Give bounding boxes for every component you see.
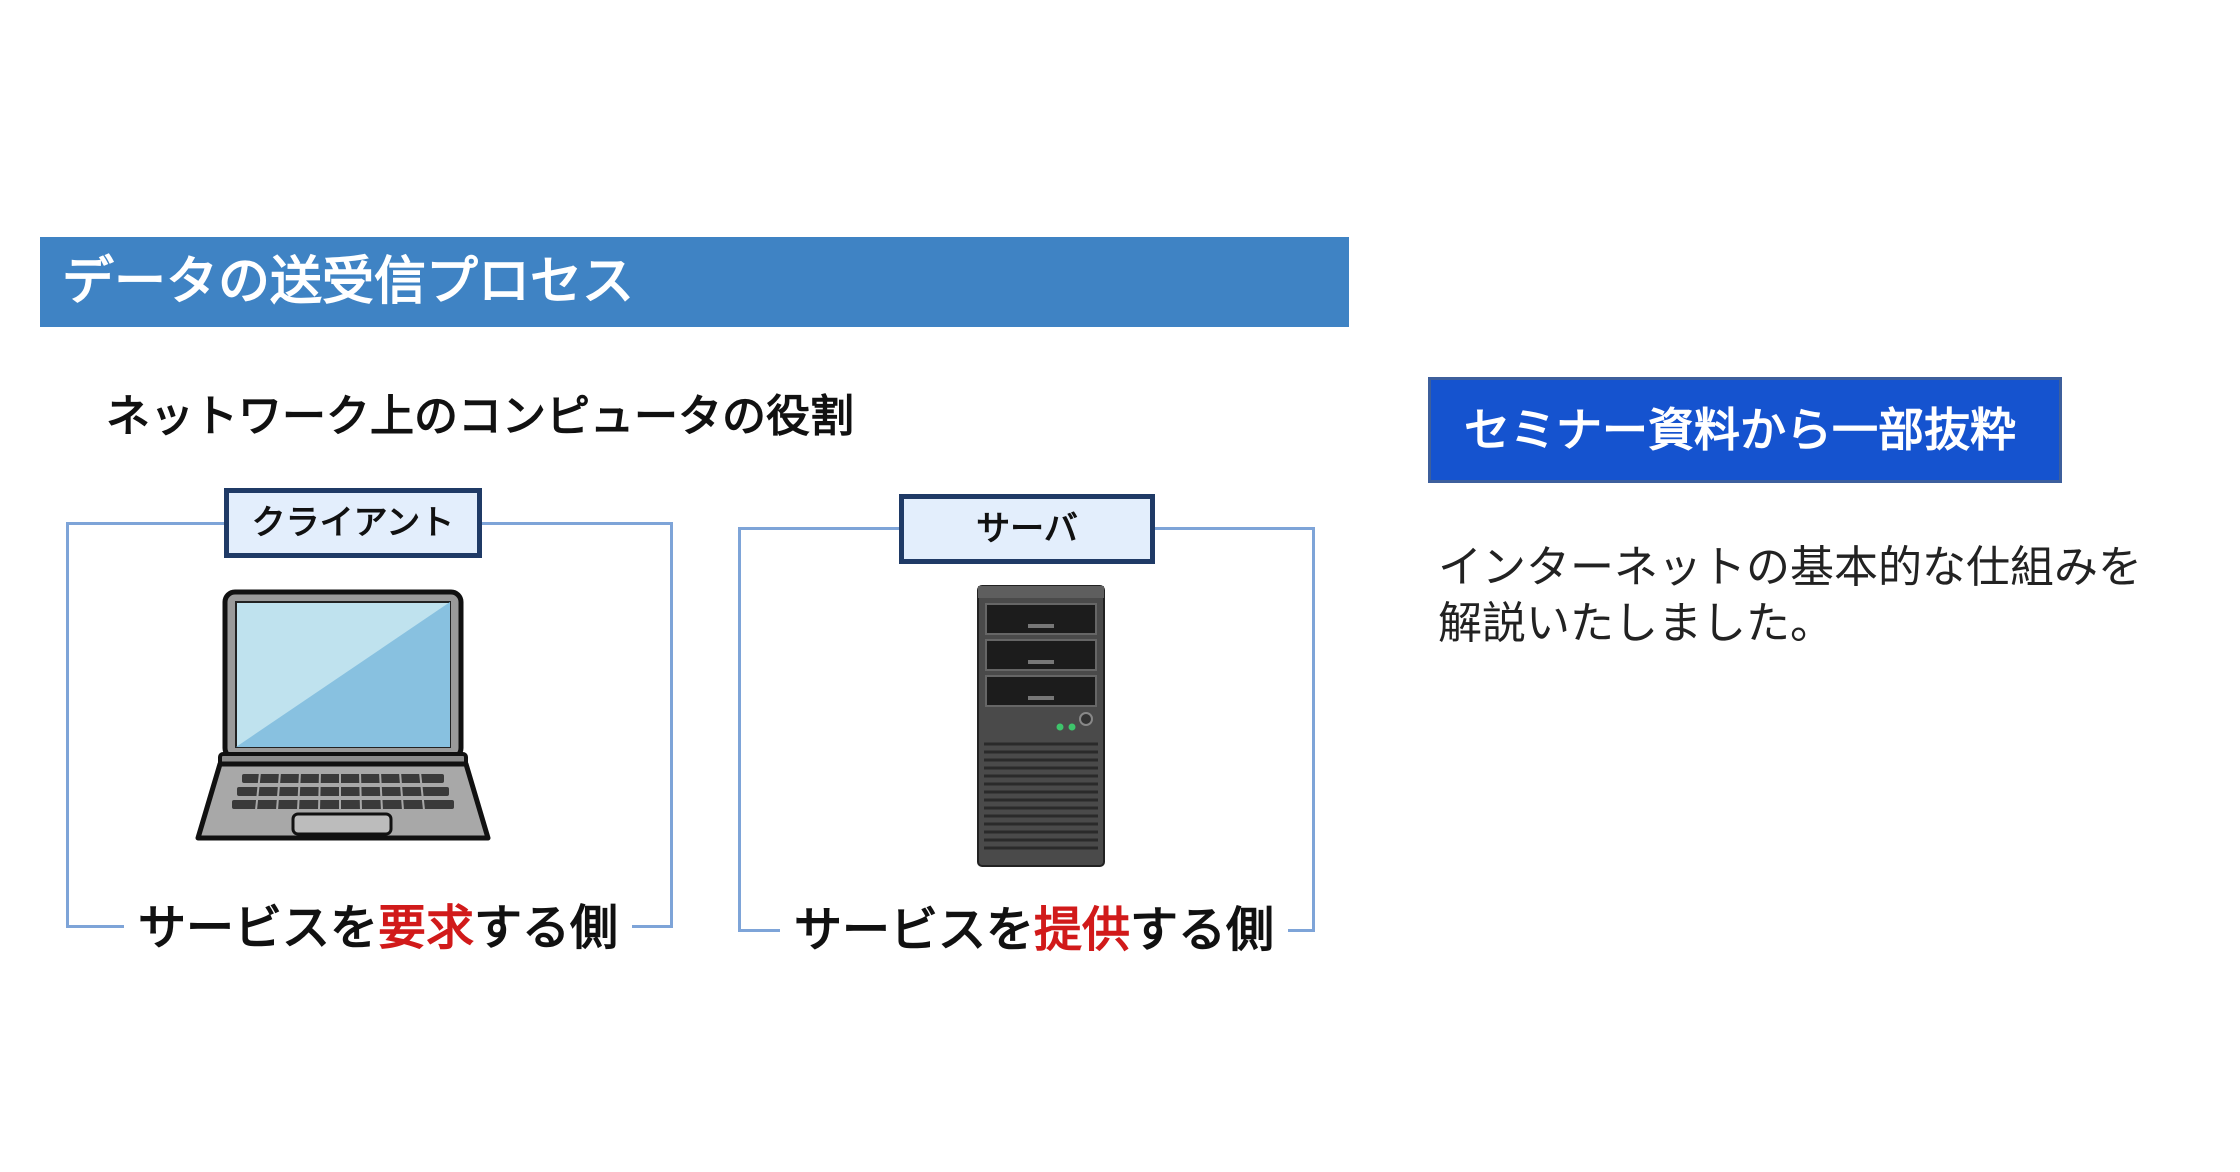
- client-tag: クライアント: [224, 488, 482, 558]
- server-caption: サービスを提供する側: [780, 898, 1289, 962]
- client-caption-post: する側: [474, 900, 619, 956]
- server-caption-highlight: 提供: [1034, 902, 1131, 958]
- laptop-icon: [195, 589, 491, 841]
- server-tag: サーバ: [899, 494, 1155, 564]
- client-caption: サービスを要求する側: [124, 896, 633, 960]
- description-line-1: インターネットの基本的な仕組みを: [1438, 542, 2142, 593]
- server-caption-post: する側: [1130, 902, 1275, 958]
- excerpt-badge: セミナー資料から一部抜粋: [1428, 377, 2062, 483]
- description-text: インターネットの基本的な仕組みを 解説いたしました。: [1438, 540, 2198, 652]
- slide-subtitle: ネットワーク上のコンピュータの役割: [106, 391, 854, 442]
- client-caption-pre: サービスを: [138, 900, 379, 956]
- slide-title: データの送受信プロセス: [62, 252, 635, 312]
- client-caption-highlight: 要求: [378, 900, 475, 956]
- slide-title-band: データの送受信プロセス: [40, 237, 1349, 327]
- description-line-2: 解説いたしました。: [1438, 598, 1834, 649]
- server-tower-icon: [977, 585, 1105, 867]
- server-caption-pre: サービスを: [794, 902, 1035, 958]
